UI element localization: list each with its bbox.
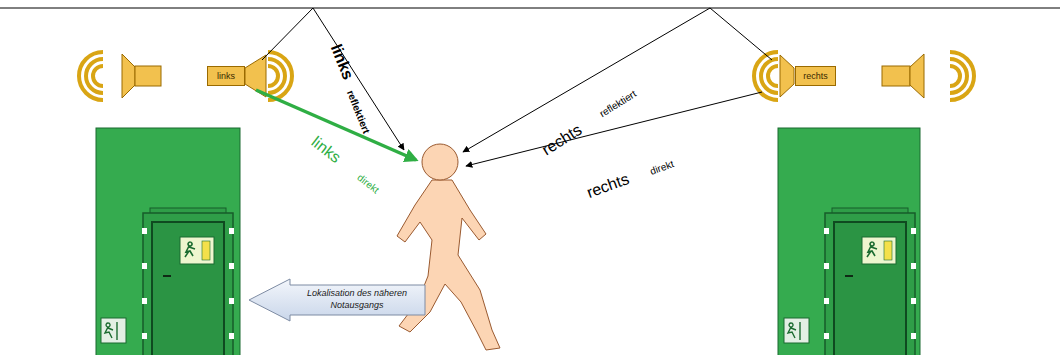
- path-label: links: [308, 134, 343, 166]
- path-label: reflektiert: [345, 89, 371, 135]
- arrow-text: Lokalisation des näheren Notausgangs: [292, 287, 422, 311]
- speaker-body: links: [207, 66, 245, 86]
- path-label: rechts: [585, 171, 631, 201]
- path-label: links: [328, 42, 356, 82]
- path-label: direkt: [355, 173, 380, 196]
- running-person: [397, 144, 500, 350]
- speaker-label: links: [217, 71, 235, 81]
- ceiling-line: [0, 8, 1060, 9]
- emergency-exit-left: [96, 128, 240, 355]
- loudspeakers: [79, 52, 974, 100]
- path-label: reflektiert: [598, 89, 638, 119]
- path-label: rechts: [539, 122, 584, 159]
- emergency-exit-right: [778, 128, 920, 355]
- speaker-body: rechts: [795, 66, 836, 86]
- speaker-label: rechts: [803, 71, 828, 81]
- direction-arrow: Lokalisation des näheren Notausgangs: [248, 278, 426, 322]
- sound-paths: [256, 8, 772, 166]
- path-label: direkt: [649, 159, 675, 177]
